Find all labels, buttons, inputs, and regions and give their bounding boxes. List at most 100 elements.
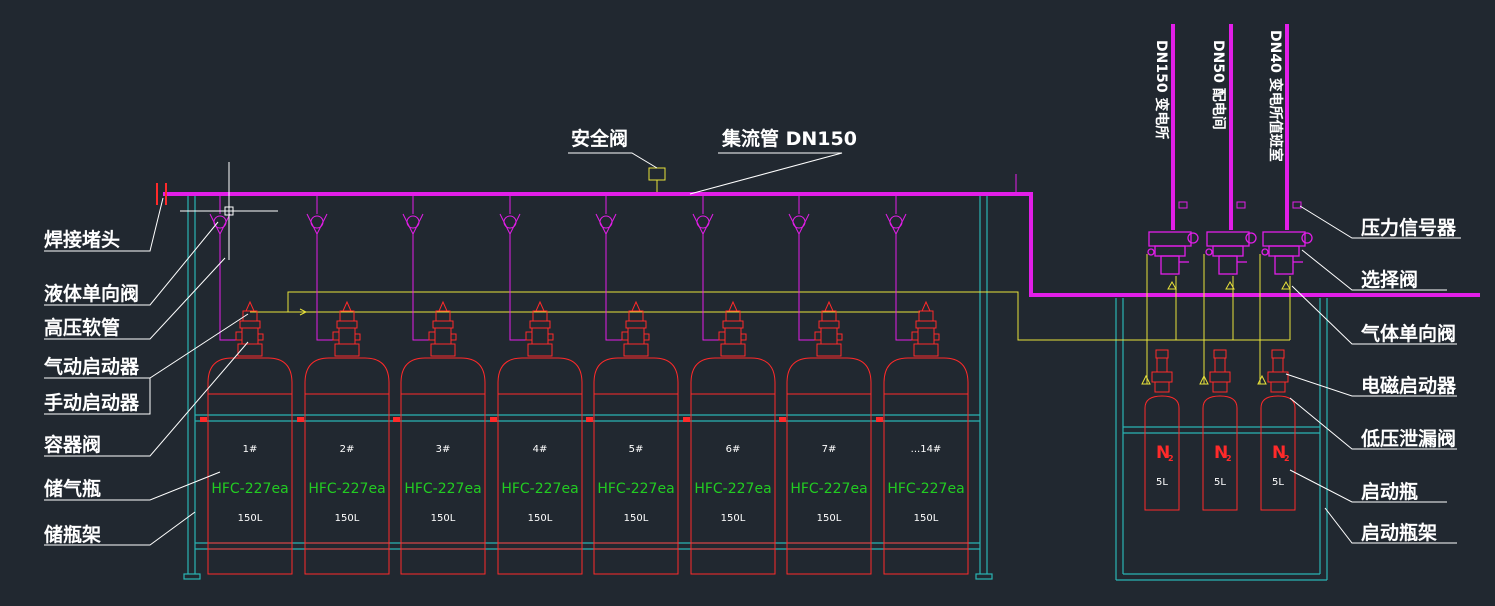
agent-label: HFC-227ea: [501, 481, 578, 497]
leader-line: [1324, 507, 1457, 544]
start-bottle: N2 5L: [1199, 349, 1238, 511]
label-solenoid-actuator: 电磁启动器: [1361, 374, 1457, 397]
volume-label: 150L: [914, 513, 939, 524]
high-pressure-hose: [306, 196, 337, 341]
pressure-switch-icon: [1236, 201, 1246, 209]
volume-label: 150L: [721, 513, 746, 524]
cylinder-number: 6#: [726, 444, 741, 455]
cylinder-number: 7#: [822, 444, 837, 455]
pressure-switch-icon: [1178, 201, 1188, 209]
pressure-switch-icon: [1292, 201, 1302, 209]
start-bottle: N2 5L: [1257, 349, 1296, 511]
cylinder-body: [779, 357, 872, 575]
storage-cylinder: 1# HFC-227ea 150L: [200, 196, 293, 575]
label-pneumatic-actuator: 气动启动器: [43, 355, 140, 378]
safety-valve-label: 安全阀: [571, 127, 628, 150]
volume-label: 150L: [238, 513, 263, 524]
leader-line: [568, 152, 658, 169]
high-pressure-hose: [885, 196, 916, 341]
cylinder-number: ...14#: [911, 444, 942, 455]
gas-subscript: 2: [1226, 454, 1232, 463]
left-labels: 焊接堵头 液体单向阀 高压软管 气动启动器 手动启动器 容器阀 储气瓶 储瓶架: [43, 228, 140, 546]
label-storage-cylinder: 储气瓶: [44, 477, 101, 500]
selector-valve-icon: [1147, 231, 1199, 275]
leader-line: [44, 197, 164, 252]
agent-label: HFC-227ea: [404, 481, 481, 497]
solenoid-actuator-icon: [1257, 349, 1289, 393]
volume-label: 5L: [1272, 477, 1284, 488]
volume-label: 150L: [335, 513, 360, 524]
start-bottle-body: [1260, 395, 1296, 511]
gas-check-valve-icon: [1281, 280, 1291, 290]
cylinder-body: [200, 357, 293, 575]
solenoid-actuator-icon: [1199, 349, 1231, 393]
cylinder-body: [490, 357, 583, 575]
high-pressure-hose: [692, 196, 723, 341]
gas-subscript: 2: [1284, 454, 1290, 463]
high-pressure-hose: [402, 196, 433, 341]
right-labels: 压力信号器 选择阀 气体单向阀 电磁启动器 低压泄漏阀 启动瓶 启动瓶架: [1360, 216, 1457, 544]
leader-line: [44, 378, 151, 415]
label-start-bottle-rack: 启动瓶架: [1361, 521, 1437, 544]
label-selector-valve: 选择阀: [1361, 268, 1418, 291]
leader-line: [1289, 469, 1447, 503]
container-valve-icon: [814, 300, 843, 357]
label-high-pressure-hose: 高压软管: [44, 316, 120, 339]
cylinder-body: [297, 357, 390, 575]
leader-line: [1301, 249, 1447, 291]
container-valve-icon: [235, 300, 264, 357]
gas-label: N: [1272, 443, 1286, 463]
storage-cylinder: 4# HFC-227ea 150L: [490, 196, 583, 575]
container-valve-icon: [621, 300, 650, 357]
volume-label: 150L: [624, 513, 649, 524]
agent-label: HFC-227ea: [887, 481, 964, 497]
control-line: [250, 254, 1291, 384]
gas-label: N: [1156, 443, 1170, 463]
leader-line: [1299, 205, 1461, 239]
gas-label: N: [1214, 443, 1228, 463]
label-manual-actuator: 手动启动器: [44, 391, 140, 414]
agent-label: HFC-227ea: [211, 481, 288, 497]
label-liquid-check-valve: 液体单向阀: [44, 282, 139, 305]
label-storage-rack: 储瓶架: [44, 523, 101, 546]
cylinder-body: [876, 357, 969, 575]
leader-line: [1291, 285, 1457, 345]
storage-cylinder: ...14# HFC-227ea 150L: [876, 196, 969, 575]
label-pressure-switch: 压力信号器: [1361, 216, 1457, 239]
agent-label: HFC-227ea: [597, 481, 674, 497]
volume-label: 5L: [1214, 477, 1226, 488]
gas-subscript: 2: [1168, 454, 1174, 463]
start-bottle-body: [1202, 395, 1238, 511]
cylinder-number: 1#: [243, 444, 258, 455]
cylinder-number: 4#: [533, 444, 548, 455]
manifold-pipe: [156, 24, 1480, 297]
leader-line: [44, 341, 249, 457]
volume-label: 150L: [817, 513, 842, 524]
leader-line: [44, 257, 226, 340]
storage-cylinder: 6# HFC-227ea 150L: [683, 196, 776, 575]
container-valve-icon: [428, 300, 457, 357]
container-valve-icon: [332, 300, 361, 357]
selector-valve-icon: [1261, 231, 1313, 275]
leader-line: [689, 152, 843, 195]
agent-label: HFC-227ea: [694, 481, 771, 497]
start-bottle-body: [1144, 395, 1180, 511]
high-pressure-hose: [499, 196, 530, 341]
agent-label: HFC-227ea: [308, 481, 385, 497]
volume-label: 5L: [1156, 477, 1168, 488]
branch-label-3: DN40 变电所值班室: [1267, 30, 1284, 162]
cylinder-body: [586, 357, 679, 575]
manifold-label: 集流管 DN150: [721, 127, 857, 150]
label-container-valve: 容器阀: [44, 433, 101, 456]
cad-cursor-icon: [180, 162, 278, 260]
leader-line: [1289, 397, 1457, 450]
container-valve-icon: [525, 300, 554, 357]
leader-line: [44, 471, 221, 501]
solenoid-actuator-icon: [1141, 349, 1173, 393]
cylinder-body: [683, 357, 776, 575]
label-low-pressure-vent: 低压泄漏阀: [1360, 427, 1456, 450]
volume-label: 150L: [528, 513, 553, 524]
cylinder-body: [393, 357, 486, 575]
